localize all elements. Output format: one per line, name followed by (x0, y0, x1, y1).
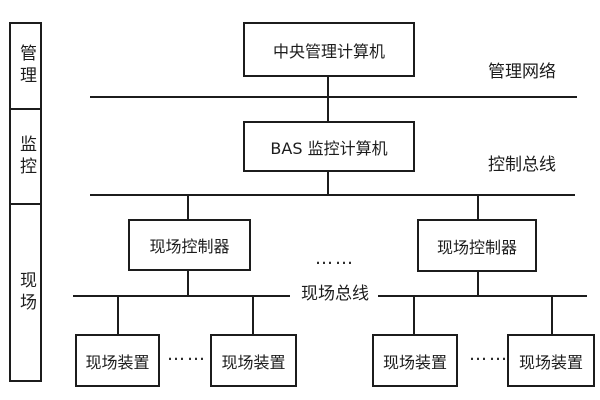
node-field-device-2-label: 现场装置 (221, 352, 286, 372)
node-field-controller-right-label: 现场控制器 (436, 237, 517, 257)
field-bus-line-right (378, 295, 587, 297)
tier-monitoring-label: 监控 (16, 134, 36, 179)
connector-line (477, 196, 479, 219)
tier-field-label: 现场 (16, 270, 36, 315)
node-field-device-4-label: 现场装置 (518, 352, 583, 372)
ellipsis-between-devices-right: …… (469, 344, 509, 365)
connector-line (187, 271, 189, 295)
node-field-device-2: 现场装置 (210, 334, 297, 387)
node-field-device-1-label: 现场装置 (85, 352, 150, 372)
tier-management-label: 管理 (16, 44, 36, 88)
connector-line (187, 196, 189, 219)
connector-line (117, 297, 119, 334)
tier-sidebar: 管理 监控 现场 (9, 22, 42, 382)
node-field-device-3-label: 现场装置 (382, 352, 447, 372)
node-central-management-computer-label: 中央管理计算机 (272, 41, 385, 61)
field-bus-line-left (73, 295, 290, 297)
tier-divider (9, 203, 42, 205)
node-field-controller-right: 现场控制器 (417, 219, 537, 272)
tier-management: 管理 (11, 24, 40, 108)
connector-line (327, 77, 329, 96)
control-bus-label: 控制总线 (488, 155, 556, 175)
connector-line (252, 297, 254, 334)
tier-monitoring: 监控 (11, 110, 40, 203)
field-bus-label: 现场总线 (301, 284, 369, 304)
ellipsis-between-controllers: …… (315, 248, 355, 269)
node-field-device-4: 现场装置 (507, 334, 595, 387)
tier-field: 现场 (11, 205, 40, 380)
tier-divider (9, 108, 42, 110)
node-bas-monitoring-computer: BAS 监控计算机 (243, 121, 415, 172)
ellipsis-between-devices-left: …… (167, 344, 207, 365)
connector-line (477, 272, 479, 295)
node-field-device-3: 现场装置 (372, 334, 458, 387)
connector-line (327, 172, 329, 194)
connector-line (413, 297, 415, 334)
connector-line (327, 98, 329, 121)
management-network-label: 管理网络 (488, 62, 556, 82)
management-network-line (90, 96, 577, 98)
connector-line (551, 297, 553, 334)
node-field-controller-left: 现场控制器 (128, 219, 251, 271)
node-bas-monitoring-computer-label: BAS 监控计算机 (270, 138, 388, 158)
node-field-controller-left-label: 现场控制器 (149, 237, 230, 256)
control-bus-line (90, 194, 575, 196)
node-central-management-computer: 中央管理计算机 (243, 22, 415, 77)
node-field-device-1: 现场装置 (75, 334, 160, 387)
